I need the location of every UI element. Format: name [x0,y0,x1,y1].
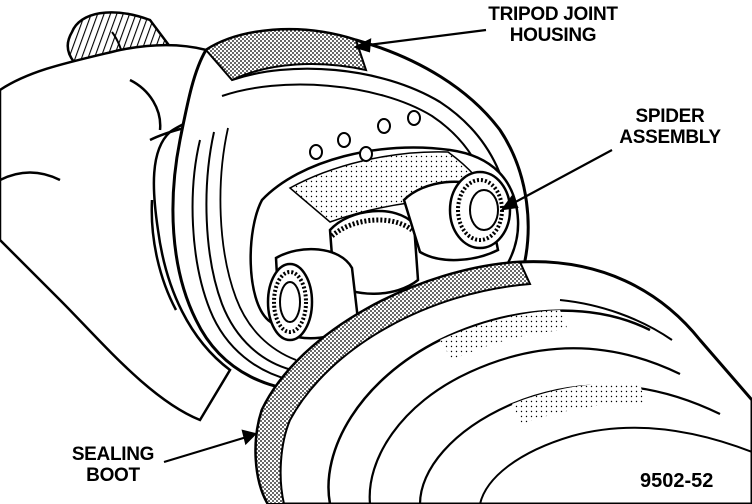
sealing-boot [254,260,752,504]
label-spider-line-1: SPIDER [635,106,705,127]
spider-assembly [266,170,512,342]
figure-number: 9502-52 [640,470,714,492]
leader-sealing-boot [163,434,251,464]
leader-lines [163,28,613,464]
leader-tripod-housing [359,28,487,48]
hand [0,43,246,422]
leader-spider-assembly [507,149,613,207]
label-spider-line-2: ASSEMBLY [619,127,721,148]
label-sealing-line-1: SEALING [71,444,155,465]
label-tripod-line-2: HOUSING [509,25,597,46]
label-tripod-line-1: TRIPOD JOINT [488,4,618,25]
label-sealing-boot: SEALING BOOT [58,444,168,486]
label-sealing-line-2: BOOT [86,465,140,486]
label-tripod-joint-housing: TRIPOD JOINT HOUSING [474,4,632,46]
label-spider-assembly: SPIDER ASSEMBLY [610,106,730,148]
